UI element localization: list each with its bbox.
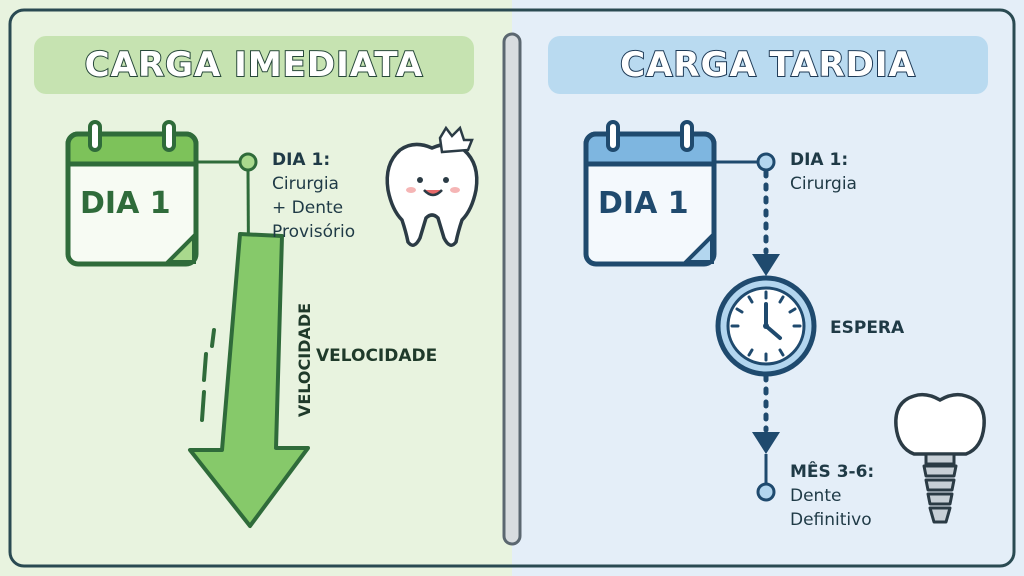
right-step2-text: MÊS 3-6: Dente Definitivo xyxy=(790,460,874,532)
calendar-icon xyxy=(65,120,199,267)
page-title-left: CARGA IMEDIATA xyxy=(34,36,474,94)
center-divider xyxy=(502,32,522,546)
clock-icon xyxy=(715,275,817,377)
implant-icon xyxy=(894,392,986,524)
right-step2-day: MÊS 3-6: xyxy=(790,462,875,482)
calendar-label-right: DIA 1 xyxy=(598,186,689,221)
calendar-icon-right xyxy=(583,120,717,267)
left-step-desc-2: + Dente xyxy=(272,198,344,218)
page-title-right: CARGA TARDIA xyxy=(548,36,988,94)
right-step1-day: DIA 1: xyxy=(790,150,849,170)
right-step2-desc-2: Definitivo xyxy=(790,510,872,530)
arrow-label: VELOCIDADE xyxy=(316,346,438,366)
tooth-icon xyxy=(385,125,479,247)
left-step-day: DIA 1: xyxy=(272,150,331,170)
arrow-down-icon xyxy=(188,232,310,528)
wait-label: ESPERA xyxy=(830,318,905,338)
right-step2-desc-1: Dente xyxy=(790,486,842,506)
calendar-label-left: DIA 1 xyxy=(80,186,171,221)
right-step1-text: DIA 1: Cirurgia xyxy=(790,148,857,196)
left-step-desc-3: Provisório xyxy=(272,222,356,242)
arrow-label-vertical: VELOCIDADE xyxy=(295,302,314,418)
left-step-text: DIA 1: Cirurgia + Dente Provisório xyxy=(272,148,355,244)
right-step1-desc: Cirurgia xyxy=(790,174,857,194)
arrow-label-vertical-wrap: VELOCIDADE xyxy=(294,286,318,436)
left-step-desc-1: Cirurgia xyxy=(272,174,339,194)
